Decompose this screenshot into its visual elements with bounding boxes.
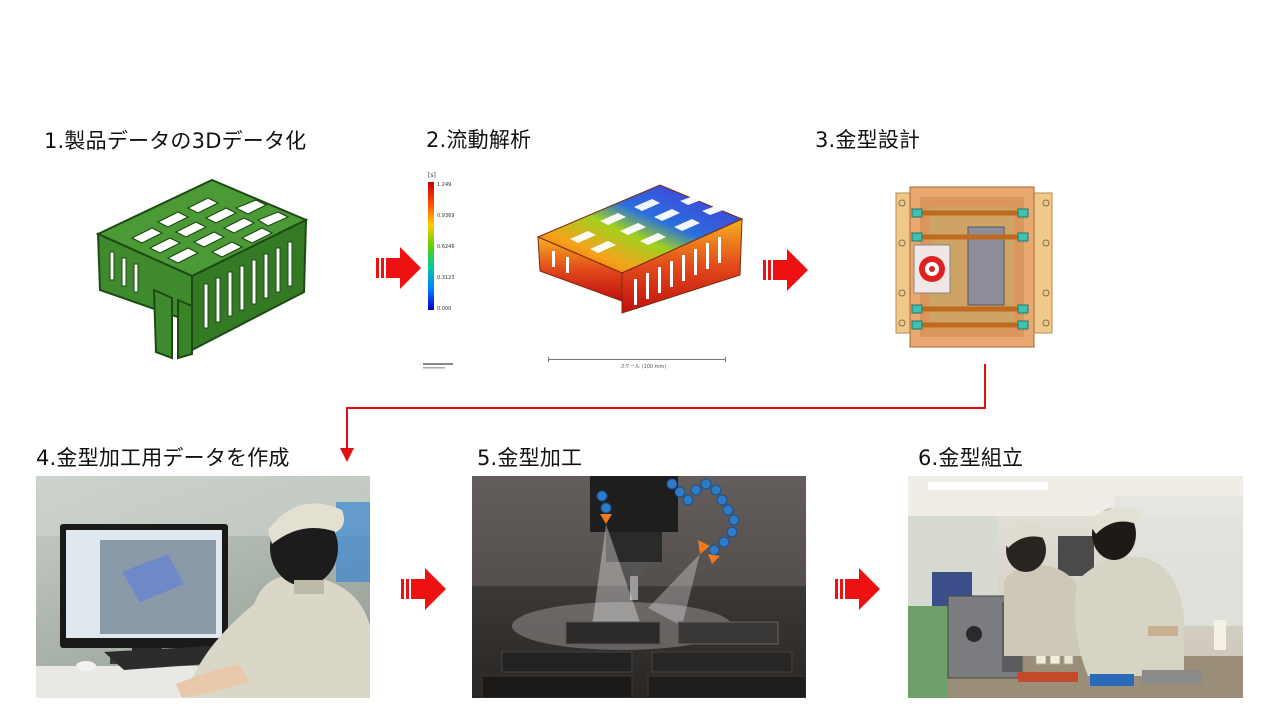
- legend-tick: 0.9369: [437, 213, 455, 219]
- mold-machining-photo: [472, 476, 806, 698]
- cad-workstation-photo: [36, 476, 370, 698]
- analysis-logo: [423, 362, 457, 370]
- legend-tick: 0.000: [437, 306, 452, 312]
- step-4-title: 4.金型加工用データを作成: [36, 446, 290, 470]
- legend-tick: 0.3123: [437, 275, 455, 281]
- legend-unit: [s]: [428, 172, 436, 179]
- step-5-title: 5.金型加工: [477, 446, 583, 470]
- flow-analysis-model-image: [530, 175, 746, 315]
- legend-color-bar: [428, 182, 434, 310]
- legend-tick: 0.6246: [437, 244, 455, 250]
- analysis-scale-bar: スケール (100 mm): [548, 357, 728, 371]
- flow-arrow-2-3: [763, 247, 809, 293]
- flow-arrow-1-2: [376, 245, 422, 291]
- product-3d-model-image: [92, 172, 312, 362]
- mold-design-image: [890, 183, 1058, 353]
- flow-arrow-5-6: [835, 566, 881, 612]
- step-3-title: 3.金型設計: [815, 128, 921, 152]
- scale-label: スケール (100 mm): [620, 364, 667, 370]
- flow-arrow-4-5: [401, 566, 447, 612]
- legend-tick: 1.249: [437, 182, 452, 188]
- step-2-title: 2.流動解析: [426, 128, 532, 152]
- flow-analysis-legend: [s] 1.249 0.9369 0.6246 0.3123 0.000: [418, 172, 468, 322]
- flow-connector-3-4: [338, 364, 988, 464]
- step-1-title: 1.製品データの3Dデータ化: [44, 129, 307, 153]
- step-6-title: 6.金型組立: [918, 446, 1024, 470]
- mold-assembly-photo: [908, 476, 1243, 698]
